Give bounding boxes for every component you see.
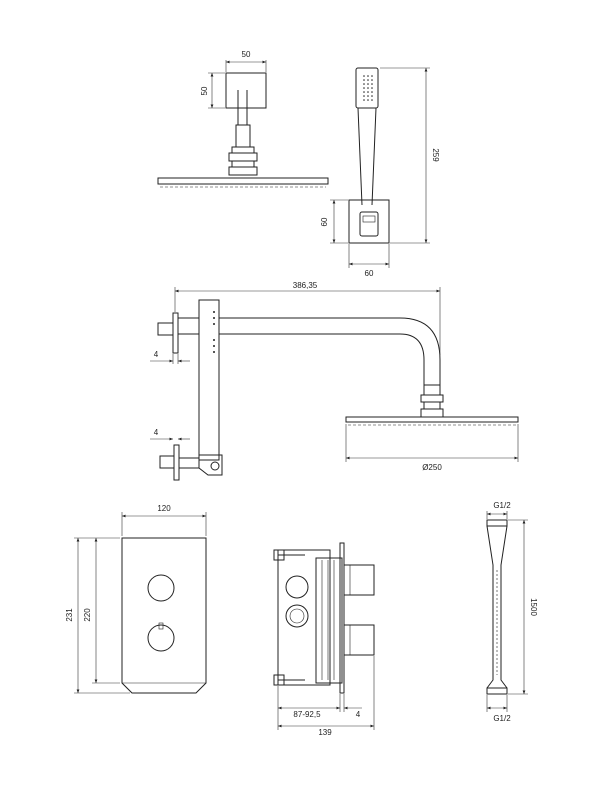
dim-arm-length: 386,35 [293, 281, 318, 290]
upper-control-knob [147, 574, 175, 602]
dim-box-offset: 4 [356, 710, 361, 719]
dim-arm-width: 50 [242, 50, 251, 59]
dim-box-width: 139 [318, 728, 332, 737]
dim-head-diameter: Ø250 [422, 463, 442, 472]
dim-arm-height: 50 [200, 86, 209, 95]
dim-hand-height: 259 [431, 148, 440, 162]
dim-panel-height: 220 [83, 608, 92, 622]
spray-dots [363, 75, 373, 101]
dim-holder-width: 60 [365, 269, 374, 278]
dim-holder-height: 60 [320, 217, 329, 226]
dim-hose-bottom-thread: G1/2 [493, 714, 511, 723]
hose-view: G1/2 1500 G1/2 [486, 501, 538, 723]
control-panel-front-view: 120 231 220 [65, 504, 207, 694]
dim-hose-length: 1500 [529, 598, 538, 616]
shower-head-arm-view: 50 50 [157, 50, 329, 188]
shower-assembly-side-view: 386,35 4 4 Ø250 [150, 281, 519, 481]
dim-offset-top: 4 [154, 350, 159, 359]
dim-box-depth: 87-92,5 [293, 710, 321, 719]
dim-panel-width: 120 [157, 504, 171, 513]
concealed-box-side-view: 87-92,5 4 139 [273, 542, 375, 737]
hand-shower-view: 259 60 60 [320, 67, 440, 278]
dim-offset-bottom: 4 [154, 428, 159, 437]
dim-panel-total-height: 231 [65, 608, 74, 622]
dim-hose-top-thread: G1/2 [493, 501, 511, 510]
lower-control-knob [147, 624, 175, 652]
